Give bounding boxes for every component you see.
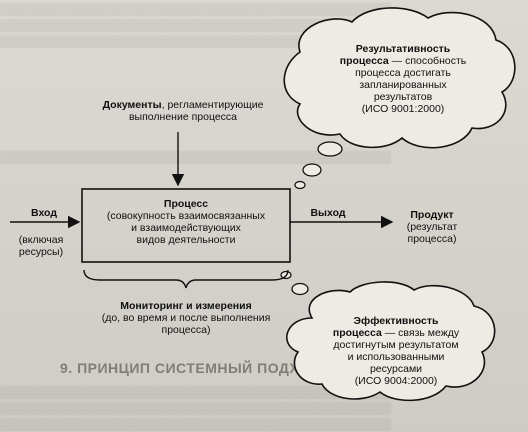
monitoring-label: Мониторинг и измерения (до, во время и п…	[76, 300, 296, 336]
background-text: ▒▒▒▒▒▒▒▒▒▒▒▒▒▒▒▒▒▒▒▒▒▒▒▒▒▒▒▒▒▒▒▒▒▒▒▒▒▒▒▒…	[0, 385, 392, 399]
background-text: ▒▒▒▒▒▒▒▒▒▒▒▒▒▒▒▒▒▒▒▒▒▒▒▒▒▒▒▒▒▒▒▒▒▒▒▒▒▒▒▒…	[0, 34, 392, 48]
product-note-1: (результат	[406, 221, 458, 233]
efficiency-title-2: процесса	[332, 327, 382, 339]
process-desc-2: и взаимодействующих	[131, 222, 241, 234]
thought-bubble	[294, 180, 306, 190]
output-label: Выход	[310, 207, 346, 219]
effectiveness-title-2: процесса	[339, 55, 389, 67]
input-note-1: (включая	[18, 234, 64, 246]
documents-text-2: выполнение процесса	[128, 111, 238, 123]
documents-label: Документы, регламентирующие выполнение п…	[88, 99, 278, 123]
effectiveness-title-1: Результативность	[355, 43, 451, 55]
monitoring-note-1: (до, во время и после выполнения	[101, 312, 271, 324]
efficiency-dash: — связь между	[381, 327, 460, 339]
effectiveness-line-4: (ИСО 9001:2000)	[361, 103, 445, 115]
background-text: ▒▒▒▒▒▒▒▒▒▒▒▒▒▒▒▒▒▒▒▒▒▒▒▒▒▒▒▒▒▒▒▒▒▒▒▒▒▒▒▒…	[0, 18, 392, 32]
thought-bubble	[317, 141, 343, 157]
effectiveness-cloud	[283, 7, 516, 149]
efficiency-line-3: ресурсами	[369, 363, 423, 375]
documents-text: , регламентирующие	[161, 99, 264, 111]
monitoring-title: Мониторинг и измерения	[120, 300, 252, 312]
background-text: ▒▒▒▒▒▒▒▒▒▒▒▒▒▒▒▒▒▒▒▒▒▒▒▒▒▒▒▒▒▒▒▒▒▒▒▒▒▒▒▒…	[0, 417, 392, 431]
monitoring-brace	[83, 269, 289, 289]
monitoring-note-2: процесса)	[161, 324, 211, 336]
efficiency-line-2: и использованными	[347, 351, 445, 363]
effectiveness-text: Результативность процесса — способность …	[318, 43, 488, 115]
efficiency-cloud	[286, 281, 496, 402]
section-heading: 9. ПРИНЦИП СИСТЕМНЫЙ ПОДХОД	[60, 360, 321, 376]
process-box	[81, 188, 291, 263]
documents-title: Документы	[102, 99, 162, 111]
efficiency-title-1: Эффективность	[353, 315, 439, 327]
process-title: Процесс	[163, 198, 209, 210]
process-desc-1: (совокупность взаимосвязанных	[106, 210, 266, 222]
thought-bubble	[291, 282, 309, 296]
effectiveness-line-3: результатов	[373, 91, 433, 103]
efficiency-text: Эффективность процесса — связь между дос…	[316, 315, 476, 387]
product-label: Продукт (результат процесса)	[394, 209, 470, 245]
effectiveness-line-2: запланированных	[359, 79, 447, 91]
background-text: ▒▒▒▒▒▒▒▒▒▒▒▒▒▒▒▒▒▒▒▒▒▒▒▒▒▒▒▒▒▒▒▒▒▒▒▒▒▒▒▒…	[0, 401, 392, 415]
thought-bubble	[302, 163, 322, 177]
effectiveness-line-1: процесса достигать	[355, 67, 451, 79]
efficiency-line-4: (ИСО 9004:2000)	[354, 375, 438, 387]
background-text: ▒▒▒▒▒▒▒▒▒▒▒▒▒▒▒▒▒▒▒▒▒▒▒▒▒▒▒▒▒▒▒▒▒▒▒▒▒▒▒▒…	[0, 2, 392, 16]
process-desc-3: видов деятельности	[136, 234, 236, 246]
input-note: (включая ресурсы)	[8, 234, 74, 258]
background-text: ▒▒▒▒▒▒▒▒▒▒▒▒▒▒▒▒▒▒▒▒▒▒▒▒▒▒▒▒▒▒▒▒▒▒▒▒▒▒▒▒…	[0, 150, 392, 164]
product-note-2: процесса)	[407, 233, 457, 245]
efficiency-line-1: достигнутым результатом	[333, 339, 459, 351]
product-title: Продукт	[410, 209, 454, 221]
input-note-2: ресурсы)	[18, 246, 64, 258]
input-label: Вход	[31, 207, 57, 219]
process-text: Процесс (совокупность взаимосвязанных и …	[86, 198, 286, 246]
effectiveness-dash: — способность	[388, 55, 467, 67]
